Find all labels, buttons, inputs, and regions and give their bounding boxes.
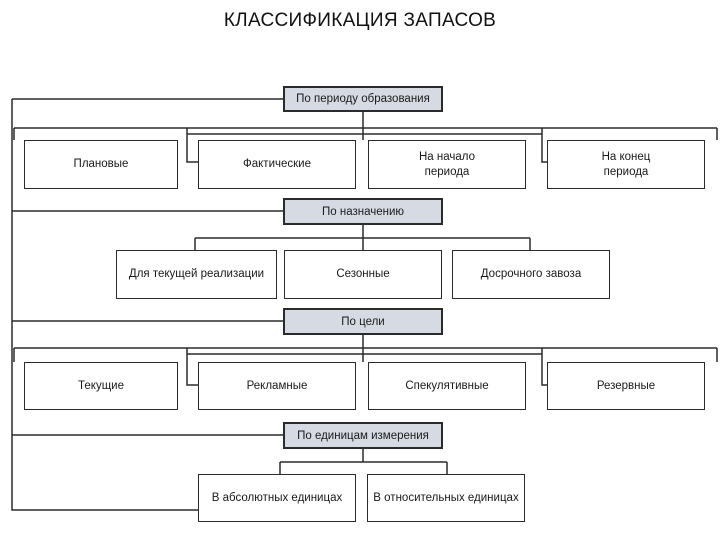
item-advertising: Рекламные xyxy=(198,362,356,410)
group1-drop-2 xyxy=(186,128,198,163)
item-reserve: Резервные xyxy=(547,362,705,410)
item-current: Текущие xyxy=(24,362,178,410)
item-period-start: На начало периода xyxy=(368,140,526,189)
item-speculative: Спекулятивные xyxy=(368,362,526,410)
item-actual: Фактические xyxy=(198,140,356,189)
category-by-measurement-units: По единицам измерения xyxy=(283,422,443,449)
category-by-formation-period: По периоду образования xyxy=(283,86,443,112)
left-spine-line xyxy=(11,99,198,511)
group3-drop-2 xyxy=(186,348,198,386)
item-early-delivery: Досрочного завоза xyxy=(452,250,610,299)
category-by-purpose: По назначению xyxy=(283,198,443,225)
item-relative-units: В относительных единицах xyxy=(367,474,525,522)
item-absolute-units: В абсолютных единицах xyxy=(198,474,356,522)
category-by-goal: По цели xyxy=(283,308,443,335)
item-period-end: На конец периода xyxy=(547,140,705,189)
item-seasonal: Сезонные xyxy=(284,250,442,299)
diagram-title: КЛАССИФИКАЦИЯ ЗАПАСОВ xyxy=(223,10,497,31)
item-current-sale: Для текущей реализации xyxy=(116,250,277,299)
group1-drop-4 xyxy=(541,128,547,163)
group3-drop-4 xyxy=(541,348,547,386)
item-planned: Плановые xyxy=(24,140,178,189)
